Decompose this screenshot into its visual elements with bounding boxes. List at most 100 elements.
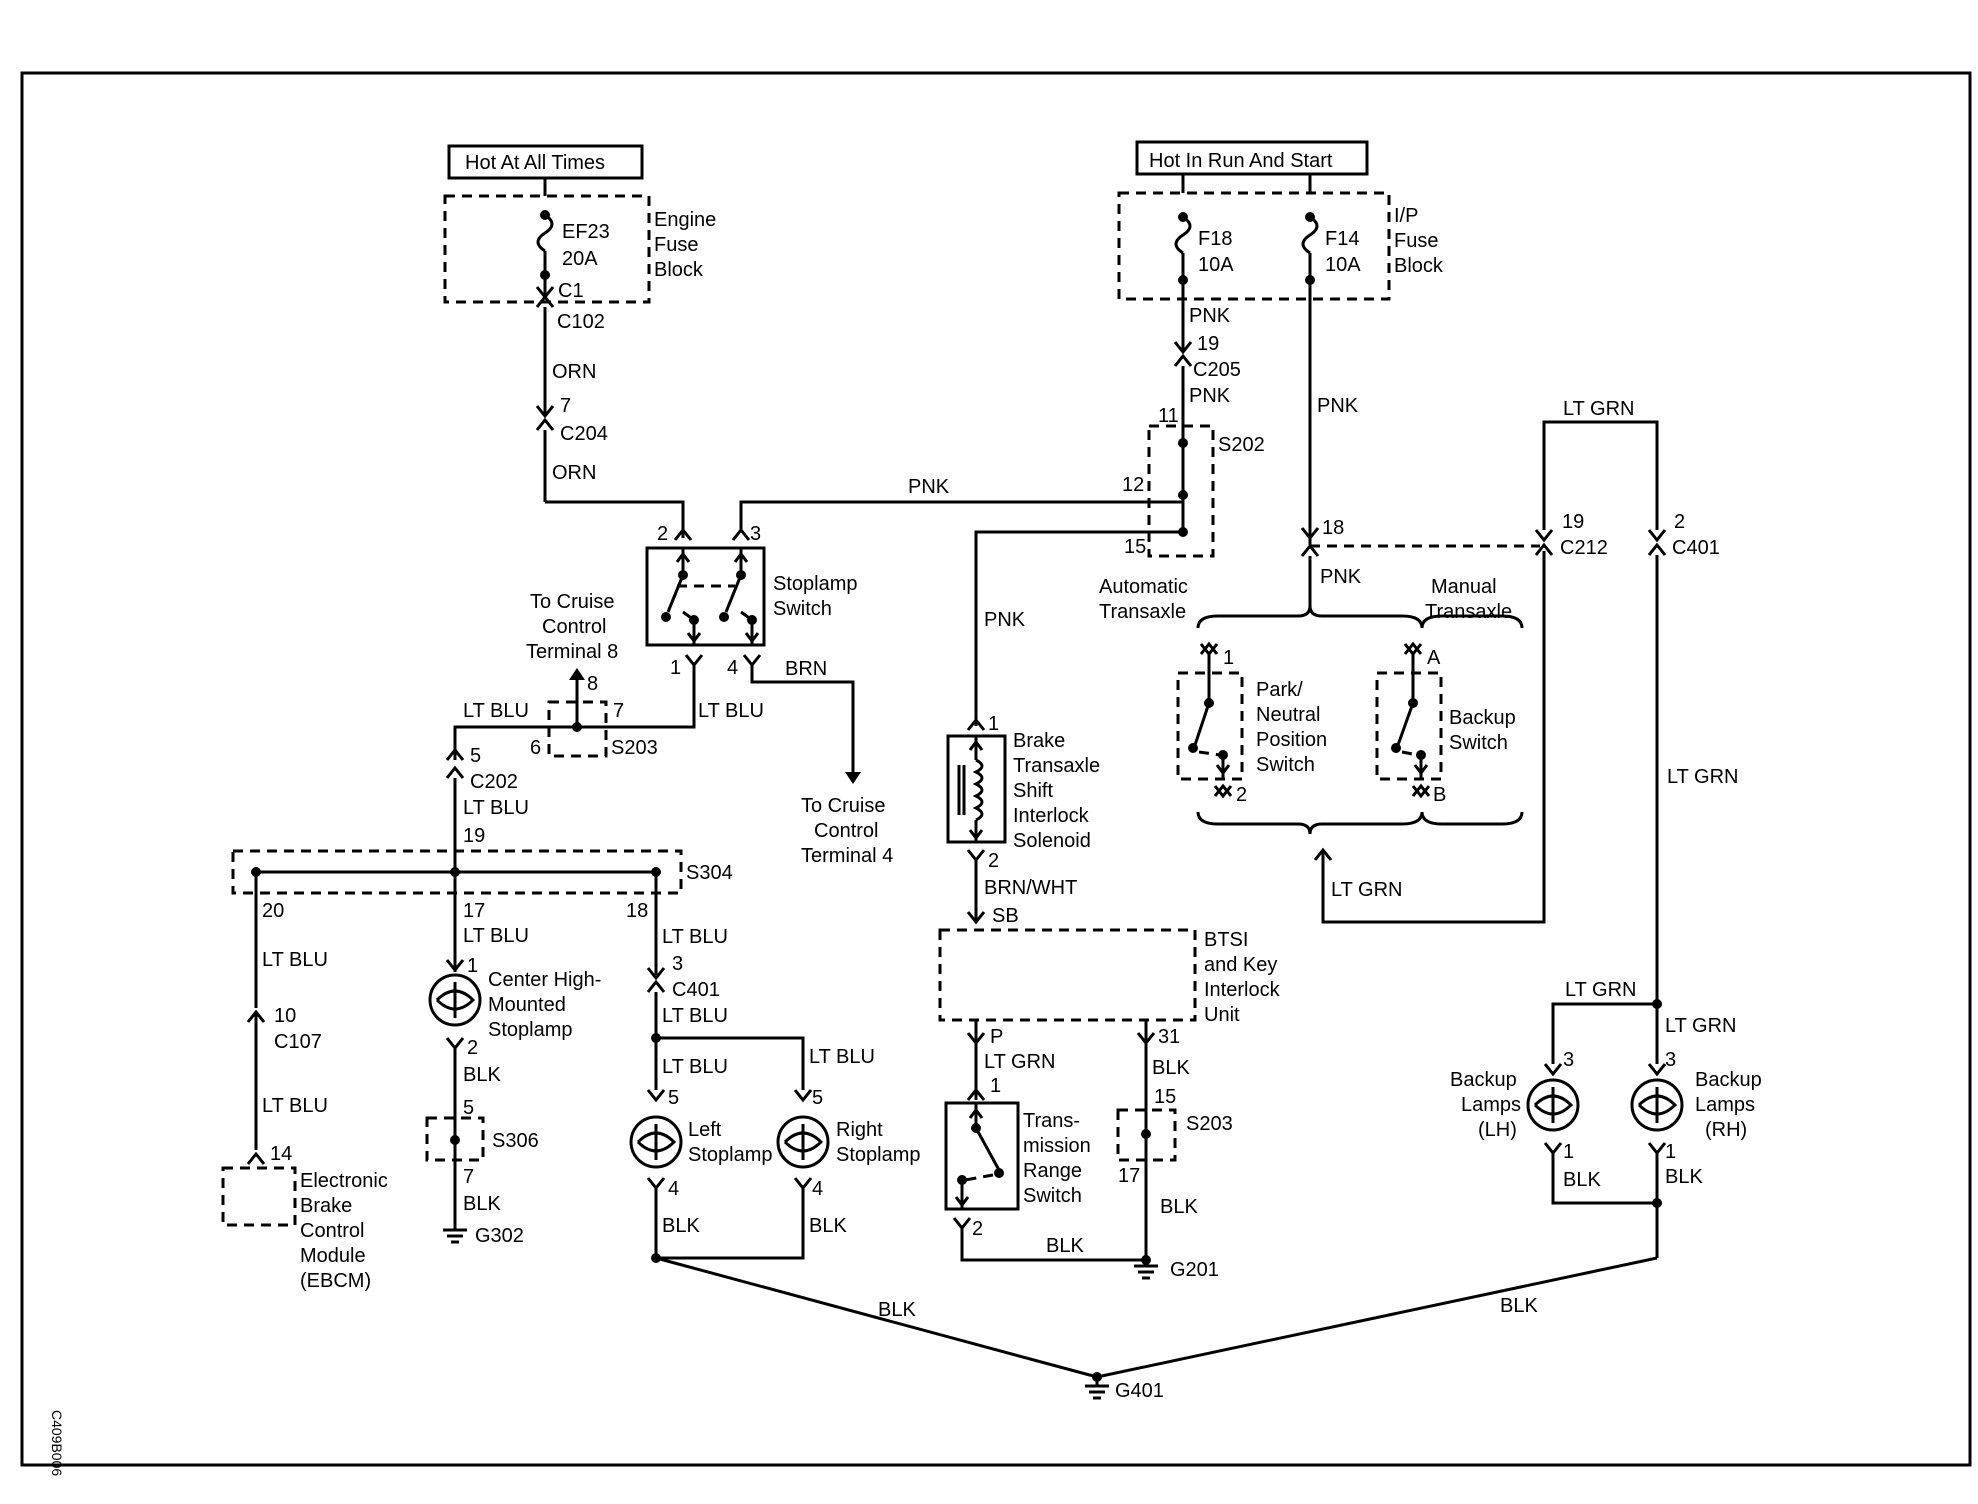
lt-grn-wire-label-lh: LT GRN	[1565, 979, 1637, 1001]
svg-text:20A: 20A	[562, 248, 598, 270]
blk-wire-label-g401-right: BLK	[1500, 1295, 1538, 1317]
brn-wht-wire-label: BRN/WHT	[984, 877, 1077, 899]
pnk-wire-label-pnp: PNK	[1320, 566, 1362, 588]
svg-text:Manual: Manual	[1431, 576, 1497, 598]
blk-wire-label-lh: BLK	[1563, 1169, 1601, 1191]
blk-wire-label-s203: BLK	[1160, 1196, 1198, 1218]
g302-ground: G302	[443, 1225, 524, 1247]
g401-ground: G401	[1085, 1372, 1164, 1402]
lt-blu-wire-label-ebcm-2: LT BLU	[262, 1095, 328, 1117]
lt-blu-wire-label-2: LT BLU	[463, 700, 529, 722]
c401-left-pin: 3	[672, 953, 683, 975]
lt-blu-wire-label-ebcm: LT BLU	[262, 949, 328, 971]
svg-text:EF23: EF23	[562, 221, 610, 243]
svg-text:20: 20	[262, 900, 284, 922]
svg-text:3: 3	[750, 523, 761, 545]
ebcm-pin-14: 14	[270, 1143, 292, 1165]
svg-text:Hot In Run And Start: Hot In Run And Start	[1149, 150, 1333, 172]
right-stoplamp-pin-4: 4	[812, 1178, 823, 1200]
blk-wire-label-rh: BLK	[1665, 1166, 1703, 1188]
s304-pin-19: 19	[463, 825, 485, 847]
c202-pin: 5	[470, 745, 481, 767]
pnk-wire-label-c205: PNK	[1189, 385, 1231, 407]
svg-text:A: A	[1427, 647, 1441, 669]
svg-text:Terminal 4: Terminal 4	[801, 845, 893, 867]
lt-grn-wire-label-top: LT GRN	[1563, 398, 1635, 420]
svg-text:Transaxle: Transaxle	[1013, 755, 1100, 777]
svg-text:Solenoid: Solenoid	[1013, 830, 1091, 852]
c205-pin: 19	[1197, 333, 1219, 355]
c401-right-pin: 2	[1674, 511, 1685, 533]
btsi-pin-31: 31	[1158, 1026, 1180, 1048]
pnk-wire-label-f18: PNK	[1189, 305, 1231, 327]
s203-upper-splice: 8 7 6 S203	[530, 668, 658, 759]
svg-text:I/P: I/P	[1394, 205, 1418, 227]
svg-text:Stoplamp: Stoplamp	[688, 1144, 773, 1166]
lt-grn-wire-label-c401: LT GRN	[1667, 766, 1739, 788]
backup-lamps-rh: Backup Lamps (RH)	[1630, 1069, 1762, 1141]
cruise-terminal-8-label: To Cruise Control Terminal 8	[526, 591, 618, 663]
diagram-frame	[20, 71, 1972, 1467]
blk-wire-label-btsi: BLK	[1152, 1057, 1190, 1079]
svg-text:Stoplamp: Stoplamp	[773, 573, 858, 595]
svg-text:F14: F14	[1325, 228, 1359, 250]
c401-right-label: C401	[1672, 537, 1720, 559]
svg-text:Block: Block	[654, 259, 704, 281]
trs-pin-2: 2	[972, 1218, 983, 1240]
svg-text:6: 6	[530, 737, 541, 759]
c102-label: C102	[557, 311, 605, 333]
pnk-wire-label-solenoid: PNK	[984, 609, 1026, 631]
svg-text:Brake: Brake	[300, 1195, 352, 1217]
right-stoplamp-pin-5: 5	[812, 1087, 823, 1109]
backup-lamps-lh: Backup Lamps (LH)	[1450, 1069, 1580, 1141]
svg-text:Range: Range	[1023, 1160, 1082, 1182]
svg-text:Left: Left	[688, 1119, 722, 1141]
svg-text:Switch: Switch	[773, 598, 832, 620]
svg-text:15: 15	[1124, 536, 1146, 558]
svg-text:Trans-: Trans-	[1023, 1110, 1080, 1132]
backup-lh-pin-1: 1	[1563, 1141, 1574, 1163]
svg-text:Lamps: Lamps	[1695, 1094, 1755, 1116]
svg-text:Engine: Engine	[654, 209, 716, 231]
ebcm-module: Electronic Brake Control Module (EBCM)	[221, 1166, 388, 1292]
svg-text:Module: Module	[300, 1245, 366, 1267]
lt-blu-wire-label-left: LT BLU	[662, 1056, 728, 1078]
svg-text:Transaxle: Transaxle	[1099, 601, 1186, 623]
c102-connector	[535, 294, 555, 308]
svg-text:4: 4	[727, 657, 738, 679]
c205-label: C205	[1193, 359, 1241, 381]
svg-text:1: 1	[670, 657, 681, 679]
svg-text:Park/: Park/	[1256, 679, 1303, 701]
svg-text:1: 1	[1223, 647, 1234, 669]
pnk-wire-label-f14: PNK	[1317, 395, 1359, 417]
svg-text:7: 7	[463, 1166, 474, 1188]
svg-text:Transaxle: Transaxle	[1425, 601, 1512, 623]
solenoid-pin-1: 1	[988, 713, 999, 735]
blk-wire-label-right: BLK	[809, 1215, 847, 1237]
lt-grn-wire-label-rh: LT GRN	[1665, 1015, 1737, 1037]
svg-text:and Key: and Key	[1204, 954, 1277, 976]
svg-text:Neutral: Neutral	[1256, 704, 1320, 726]
svg-text:Switch: Switch	[1256, 754, 1315, 776]
svg-text:Backup: Backup	[1695, 1069, 1762, 1091]
svg-text:G201: G201	[1170, 1259, 1219, 1281]
svg-text:7: 7	[613, 700, 624, 722]
svg-text:Unit: Unit	[1204, 1004, 1240, 1026]
c212-label: C212	[1560, 537, 1608, 559]
svg-text:2: 2	[657, 523, 668, 545]
brake-transaxle-shift-interlock-solenoid: Brake Transaxle Shift Interlock Solenoid	[946, 730, 1100, 852]
pnp-feed-pin-18: 18	[1322, 517, 1344, 539]
svg-text:Fuse: Fuse	[1394, 230, 1438, 252]
svg-text:S304: S304	[686, 862, 733, 884]
svg-text:Automatic: Automatic	[1099, 576, 1188, 598]
lt-blu-wire-label-c401-2: LT BLU	[662, 1005, 728, 1027]
lt-blu-wire-label-chmsl: LT BLU	[463, 925, 529, 947]
figure-id: C409B006	[49, 1410, 65, 1476]
svg-text:Switch: Switch	[1449, 732, 1508, 754]
backup-switch: A B Backup Switch	[1375, 641, 1516, 806]
cruise-terminal-4-label: To Cruise Control Terminal 4	[801, 795, 893, 867]
svg-text:C1: C1	[558, 280, 584, 302]
svg-text:10A: 10A	[1198, 254, 1234, 276]
svg-text:F18: F18	[1198, 228, 1232, 250]
